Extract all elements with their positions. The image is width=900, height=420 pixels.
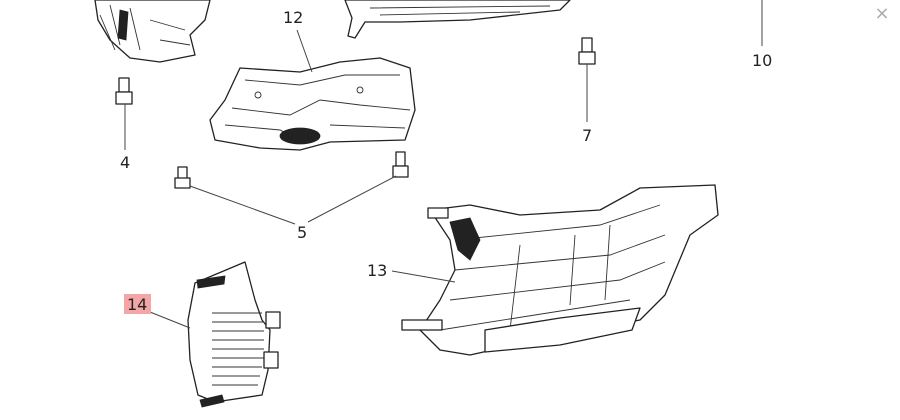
callout-13[interactable]: 13	[367, 261, 387, 280]
part-12-skid-plate[interactable]	[209, 57, 416, 151]
part-rail-top[interactable]	[344, 0, 571, 39]
callout-12[interactable]: 12	[283, 8, 303, 27]
part-7-bolt[interactable]	[578, 37, 596, 65]
callout-14[interactable]: 14	[127, 295, 147, 314]
close-icon[interactable]: ×	[874, 3, 890, 24]
callout-14-highlight	[124, 294, 151, 314]
part-bracket-top-left[interactable]	[94, 0, 211, 63]
part-5-bolt-right[interactable]	[392, 151, 409, 178]
callout-5[interactable]: 5	[297, 223, 307, 242]
callout-10[interactable]: 10	[752, 51, 772, 70]
part-14-air-duct[interactable]	[187, 261, 281, 408]
leader-lines	[124, 0, 763, 329]
part-13-underbody-frame[interactable]	[401, 184, 719, 356]
part-4-bolt[interactable]	[115, 77, 133, 105]
part-5-bolt-left[interactable]	[174, 166, 191, 189]
callout-7[interactable]: 7	[582, 126, 592, 145]
callout-4[interactable]: 4	[120, 153, 130, 172]
